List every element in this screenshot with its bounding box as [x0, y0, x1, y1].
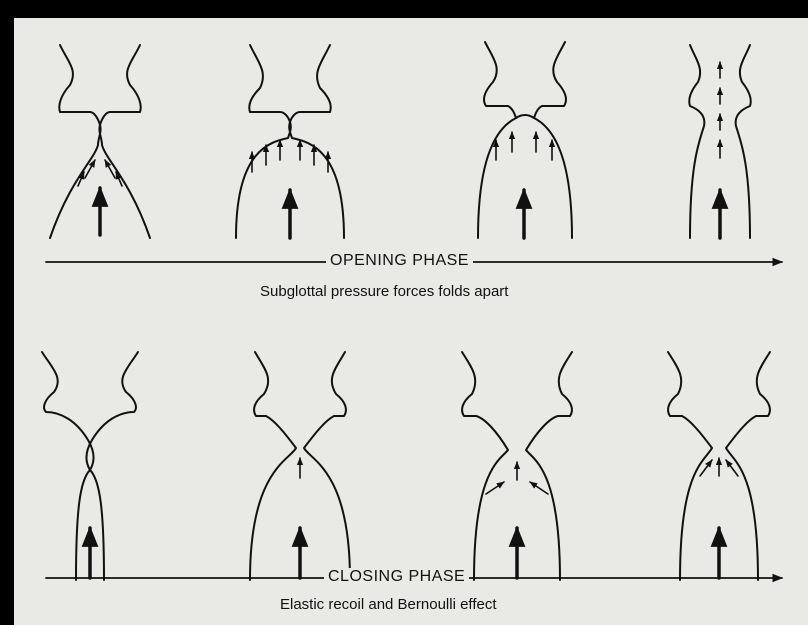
- figure-page: OPENING PHASE Subglottal pressure forces…: [14, 18, 808, 625]
- closing-stage-1: [42, 352, 138, 580]
- opening-phase-caption: Subglottal pressure forces folds apart: [256, 283, 512, 300]
- opening-phase-title: OPENING PHASE: [326, 252, 473, 270]
- closing-phase-title: CLOSING PHASE: [324, 568, 469, 586]
- opening-stage-2: [236, 45, 344, 238]
- opening-stage-4: [689, 45, 750, 238]
- closing-stage-4: [668, 352, 770, 580]
- opening-stage-1: [50, 45, 150, 238]
- closing-stage-2: [250, 352, 350, 580]
- closing-phase-caption: Elastic recoil and Bernoulli effect: [276, 596, 501, 613]
- closing-stage-3: [462, 352, 572, 580]
- opening-stage-3: [478, 42, 572, 238]
- vocal-fold-diagram: [14, 18, 808, 625]
